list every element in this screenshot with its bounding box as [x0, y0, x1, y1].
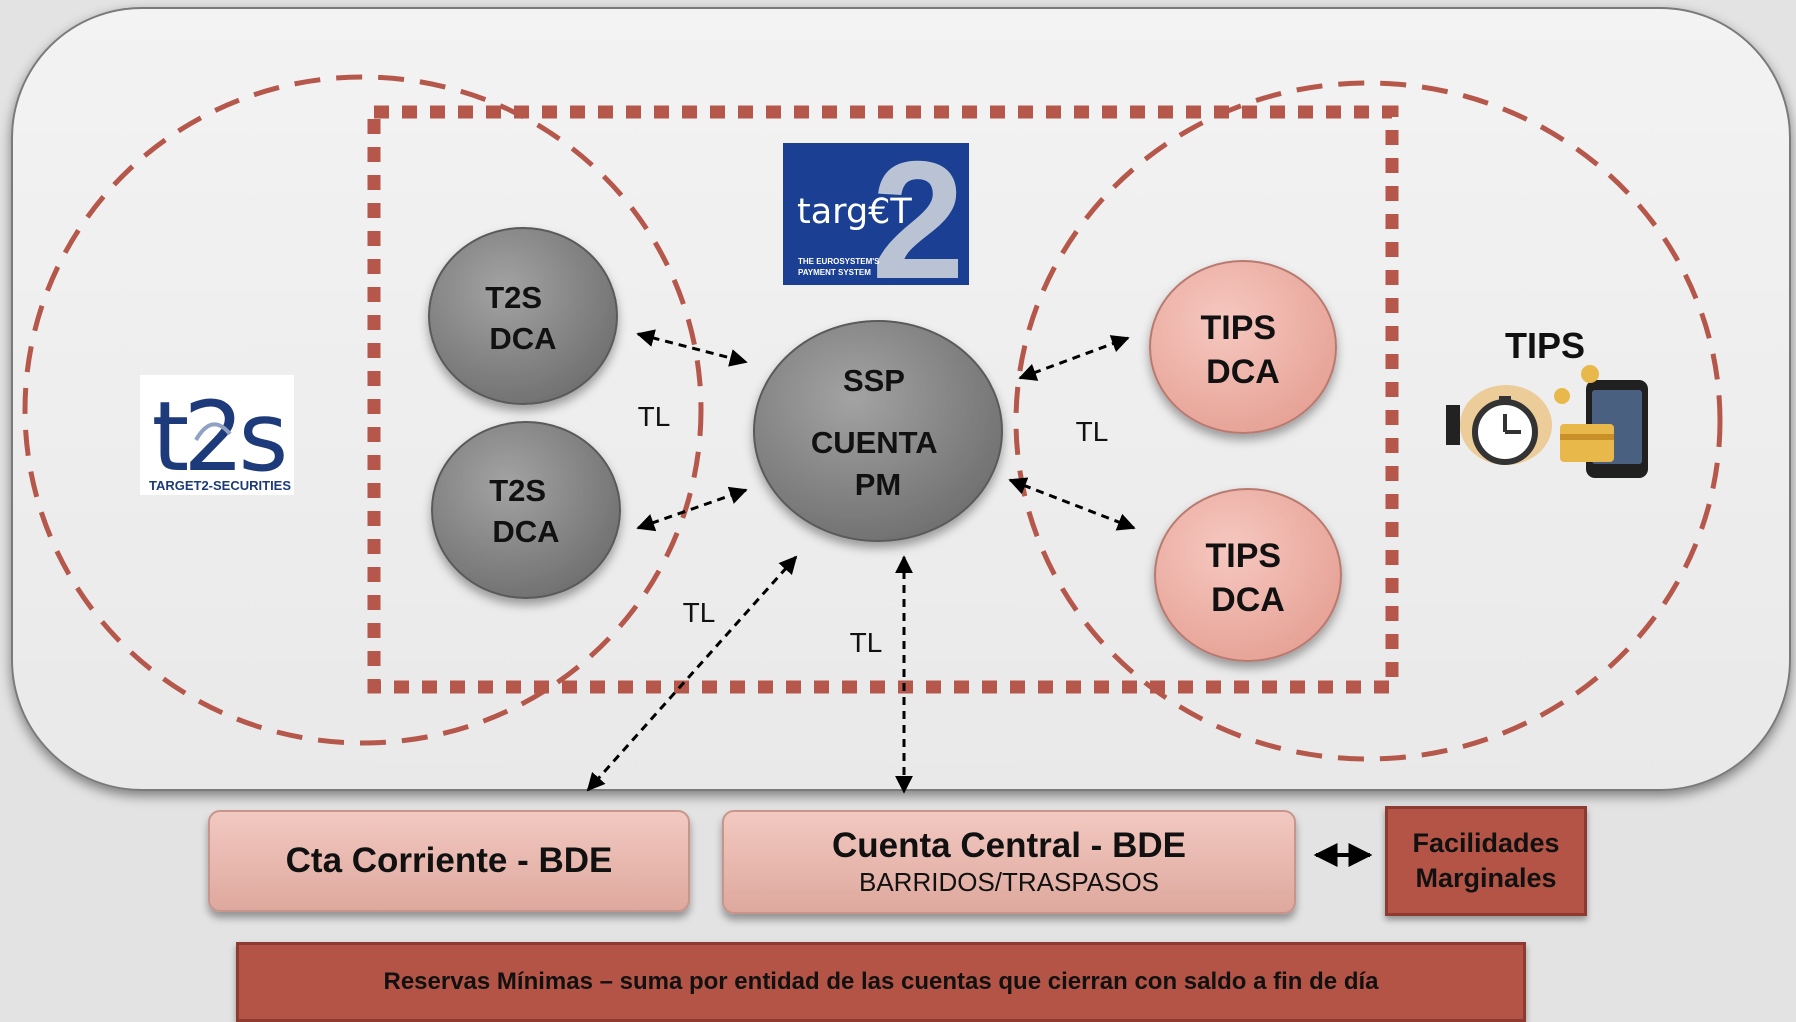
- coin-icon-2: [1554, 388, 1570, 404]
- t2s-logo-mark: t2s: [152, 381, 285, 493]
- svg-text:TIPS DCA: TIPS DCA: [1205, 537, 1290, 619]
- cuenta-central-subtitle: BARRIDOS/TRASPASOS: [858, 866, 1160, 897]
- tl-label-left: TL: [638, 401, 671, 432]
- cuenta-central-title: Cuenta Central - BDE: [832, 826, 1186, 866]
- t2s-logo: t2s TARGET2-SECURITIES: [140, 375, 294, 495]
- tl-label-bottom-left: TL: [683, 597, 716, 628]
- tips-dca-1-line1: TIPS: [1200, 309, 1276, 347]
- target2-tagline-2: PAYMENT SYSTEM: [798, 268, 871, 277]
- t2s-swoosh: [194, 422, 232, 442]
- tips-logo-title: TIPS: [1505, 325, 1585, 366]
- target2-tagline-1: THE EUROSYSTEM'S: [798, 257, 880, 266]
- reservas-minimas-box: Reservas Mínimas – suma por entidad de l…: [236, 942, 1526, 1022]
- t2s-dca-1-line1: T2S: [485, 280, 542, 315]
- connector-t2s1-ssp: [636, 329, 748, 367]
- tips-dca-1-line2: DCA: [1206, 353, 1280, 391]
- ssp-line1: SSP: [843, 363, 904, 398]
- coin-icon-1: [1581, 365, 1599, 383]
- target2-logo: 2 targ€T THE EUROSYSTEM'S PAYMENT SYSTEM: [783, 126, 969, 314]
- cta-corriente-box: Cta Corriente - BDE: [208, 810, 690, 912]
- t2s-logo-caption: TARGET2-SECURITIES: [149, 478, 291, 493]
- facilidades-line1: Facilidades: [1412, 827, 1560, 858]
- connector-ssp-cta-corriente: [586, 555, 798, 792]
- t2s-dca-node-2: T2S DCA: [431, 421, 621, 599]
- facilidades-marginales-box: Facilidades Marginales: [1385, 806, 1587, 916]
- ssp-cuenta-pm-node: SSP CUENTA PM: [753, 320, 1003, 542]
- tips-logo: TIPS: [1446, 325, 1648, 478]
- tips-logo-small-square: [1446, 405, 1460, 445]
- svg-text:TIPS DCA: TIPS DCA: [1200, 309, 1285, 391]
- connector-t2s2-ssp: [636, 486, 748, 532]
- ssp-line2: CUENTA: [811, 425, 937, 460]
- t2s-dca-1-line2: DCA: [489, 321, 556, 356]
- credit-card-icon: [1560, 424, 1614, 462]
- t2s-dca-2-line1: T2S: [489, 473, 546, 508]
- tl-label-bottom-center: TL: [850, 627, 883, 658]
- svg-text:SSP CUENTA PM: SSP CUENTA PM: [811, 363, 945, 502]
- tl-label-right: TL: [1076, 416, 1109, 447]
- cuenta-central-box: Cuenta Central - BDE BARRIDOS/TRASPASOS: [722, 810, 1296, 914]
- ssp-line3: PM: [855, 467, 902, 502]
- tips-dca-node-2: TIPS DCA: [1154, 488, 1342, 662]
- t2s-dca-node-1: T2S DCA: [428, 227, 618, 405]
- target2-word: targ€T: [797, 192, 912, 232]
- tips-dashed-circle: [1013, 80, 1723, 762]
- connector-ssp-tips1: [1018, 335, 1130, 381]
- tips-dca-2-line2: DCA: [1211, 581, 1285, 619]
- tips-dca-node-1: TIPS DCA: [1149, 260, 1337, 434]
- t2s-dca-2-line2: DCA: [492, 514, 559, 549]
- facilidades-line2: Marginales: [1415, 863, 1557, 893]
- target2-dotted-frame: [367, 105, 1399, 694]
- svg-text:T2S DCA: T2S DCA: [485, 280, 556, 356]
- target2-big-digit: 2: [871, 126, 964, 314]
- t2s-dashed-circle: [22, 74, 704, 746]
- cta-corriente-label: Cta Corriente - BDE: [285, 840, 613, 880]
- connectors: [586, 329, 1136, 794]
- tips-dca-2-line1: TIPS: [1205, 537, 1281, 575]
- reservas-minimas-label: Reservas Mínimas – suma por entidad de l…: [383, 968, 1379, 995]
- svg-text:T2S DCA: T2S DCA: [489, 473, 559, 549]
